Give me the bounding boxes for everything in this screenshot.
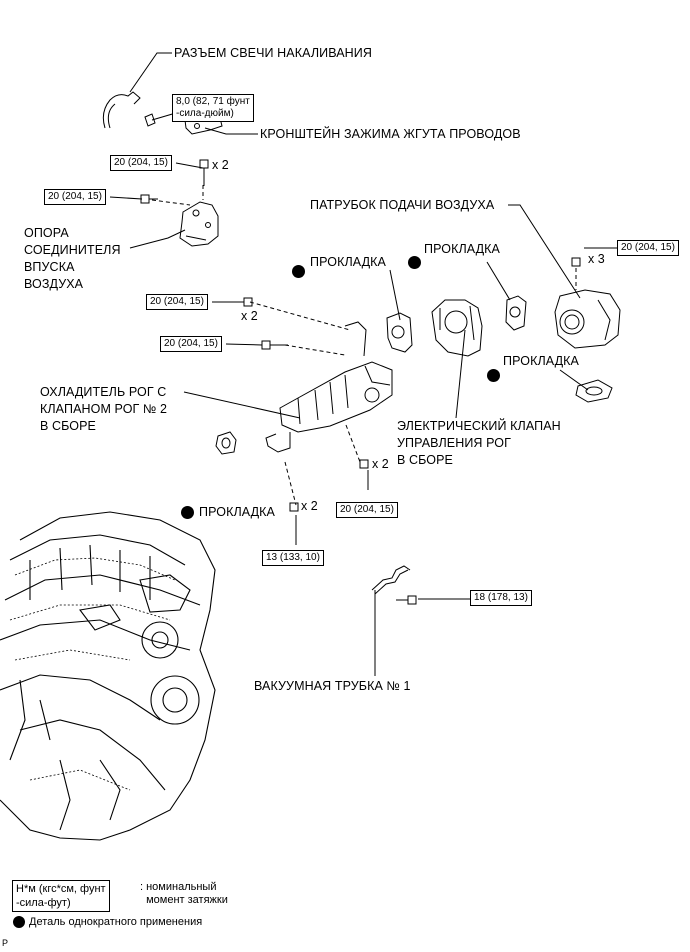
quantity-multiplier: x 2 xyxy=(372,457,389,471)
label-egr-valve: ЭЛЕКТРИЧЕСКИЙ КЛАПАН УПРАВЛЕНИЯ РОГ В СБ… xyxy=(397,419,561,467)
leader-egr-valve xyxy=(455,329,466,419)
torque-box: 20 (204, 15) xyxy=(336,502,398,518)
torque-box: 20 (204, 15) xyxy=(617,240,679,256)
torque-box: 13 (133, 10) xyxy=(262,550,324,566)
leader-egr-cooler xyxy=(183,391,301,419)
engine-block-drawing xyxy=(0,511,216,841)
quantity-multiplier: x 2 xyxy=(241,309,258,323)
quantity-multiplier: x 2 xyxy=(301,499,318,513)
corner-mark: P xyxy=(2,938,9,948)
quantity-multiplier: x 3 xyxy=(588,252,605,266)
legend-nonreusable-text: Деталь однократного применения xyxy=(29,916,203,928)
leader-stay xyxy=(129,229,186,249)
label-air-inlet-pipe: ПАТРУБОК ПОДАЧИ ВОЗДУХА xyxy=(310,198,495,212)
torque-box: 20 (204, 15) xyxy=(146,294,208,310)
torque-box: 20 (204, 15) xyxy=(110,155,172,171)
label-gasket-1: ПРОКЛАДКА xyxy=(310,255,386,269)
torque-box: 20 (204, 15) xyxy=(44,189,106,205)
torque-box: 8,0 (82, 71 фунт -сила-дюйм) xyxy=(172,94,254,122)
leader-gasket-1 xyxy=(389,269,401,321)
leader-glow-plug xyxy=(129,52,172,93)
legend-nonreusable-dot xyxy=(13,916,25,928)
leader-gasket-2 xyxy=(486,261,511,301)
nonreusable-dot xyxy=(292,265,305,278)
leader-harness-bracket xyxy=(204,127,258,135)
torque-box: 18 (178, 13) xyxy=(470,590,532,606)
label-gasket-3: ПРОКЛАДКА xyxy=(503,354,579,368)
nonreusable-dot xyxy=(181,506,194,519)
legend-unit-description: : номинальный момент затяжки xyxy=(140,881,228,906)
label-gasket-2: ПРОКЛАДКА xyxy=(424,242,500,256)
label-egr-cooler: ОХЛАДИТЕЛЬ РОГ С КЛАПАНОМ РОГ № 2 В СБОР… xyxy=(40,385,168,433)
label-gasket-4: ПРОКЛАДКА xyxy=(199,505,275,519)
label-harness-clamp-bracket: КРОНШТЕЙН ЗАЖИМА ЖГУТА ПРОВОДОВ xyxy=(260,127,521,141)
nonreusable-dot xyxy=(408,256,421,269)
leader-gasket-3 xyxy=(559,369,589,391)
label-intake-air-connector-stay: ОПОРА СОЕДИНИТЕЛЯ ВПУСКА ВОЗДУХА xyxy=(24,226,121,291)
leader-air-inlet xyxy=(508,204,581,299)
label-vacuum-tube: ВАКУУМНАЯ ТРУБКА № 1 xyxy=(254,679,411,693)
quantity-multiplier: x 2 xyxy=(212,158,229,172)
label-glow-plug-connector: РАЗЪЕМ СВЕЧИ НАКАЛИВАНИЯ xyxy=(174,46,372,60)
legend-unit-box: Н*м (кгс*см, фунт -сила-фут) xyxy=(12,880,110,912)
torque-box: 20 (204, 15) xyxy=(160,336,222,352)
nonreusable-dot xyxy=(487,369,500,382)
